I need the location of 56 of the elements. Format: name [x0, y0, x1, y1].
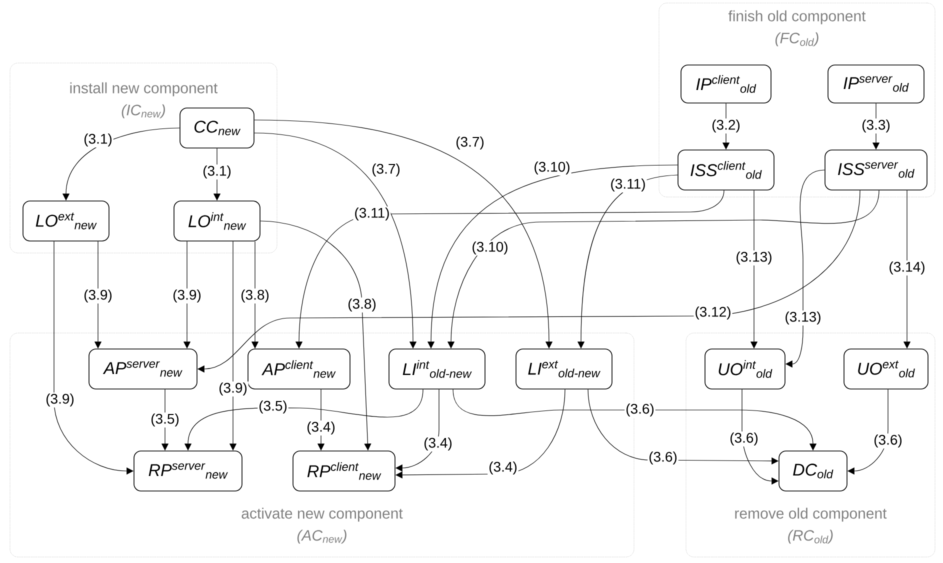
edge-label: (3.1): [82, 132, 114, 148]
component-box: LI$^{int}$old-new: [388, 348, 486, 390]
component-box: IP$^{server}$old: [828, 64, 924, 104]
edge-label: (3.8): [346, 297, 378, 313]
component-box: AP$^{server}$new: [88, 348, 198, 390]
group-title: activate new component: [242, 508, 403, 522]
edge-label: (3.7): [454, 135, 486, 151]
edge-label: (3.6): [728, 431, 760, 447]
edge-label: (3.4): [306, 420, 336, 436]
edge-label: (3.12): [694, 305, 732, 321]
edge-label: (3.3): [860, 118, 892, 134]
edge-label: (3.10): [470, 240, 510, 256]
edge-label: (3.4): [488, 460, 518, 476]
group-subtitle: (FC$_{old}$): [775, 32, 818, 46]
component-box: RP$^{server}$new: [134, 450, 242, 492]
component-box: ISS$^{client}$old: [678, 150, 774, 190]
component-box: DC$_{old}$: [778, 450, 848, 492]
group-frame: [10, 62, 278, 254]
component-box: LI$^{ext}$old-new: [516, 348, 612, 390]
edge-label: (3.9): [172, 288, 202, 304]
edge-label: (3.14): [888, 260, 926, 276]
edge-label: (3.9): [44, 392, 76, 408]
edge-label: (3.5): [150, 412, 180, 428]
edge-label: (3.1): [202, 164, 232, 180]
component-box: LO$^{int}$new: [174, 200, 260, 242]
group-title: remove old component: [735, 508, 887, 522]
edge-label: (3.2): [710, 118, 742, 134]
edge-label: (3.6): [624, 402, 656, 418]
component-box: UO$^{int}$old: [704, 348, 786, 390]
component-box: CC$_{new}$: [180, 108, 254, 148]
edge-label: (3.9): [218, 381, 248, 397]
group-frame: [658, 2, 936, 198]
edge-label: (3.7): [370, 162, 402, 178]
edge-label: (3.5): [258, 399, 288, 415]
edge-label: (3.11): [353, 206, 391, 222]
group-title: install new component: [70, 82, 218, 96]
edge-label: (3.6): [872, 433, 904, 449]
edge-label: (3.13): [784, 310, 822, 326]
component-box: UO$^{ext}$old: [844, 348, 928, 390]
edge-label: (3.10): [532, 160, 572, 176]
edge-label: (3.11): [609, 177, 647, 193]
component-box: LO$^{ext}$new: [22, 200, 110, 242]
component-box: ISS$^{server}$old: [824, 150, 928, 190]
component-box: RP$^{client}$new: [292, 450, 396, 492]
component-box: IP$^{client}$old: [680, 64, 772, 104]
edge-label: (3.8): [240, 288, 270, 304]
group-frame: [686, 332, 936, 558]
edge-label: (3.4): [422, 436, 454, 452]
group-subtitle: (AC$_{new}$): [297, 530, 346, 544]
group-subtitle: (IC$_{new}$): [122, 104, 165, 118]
edge-label: (3.9): [82, 288, 114, 304]
group-subtitle: (RC$_{old}$): [788, 530, 833, 544]
edge-label: (3.13): [734, 250, 774, 266]
group-title: finish old component: [728, 10, 866, 24]
edge-label: (3.6): [648, 450, 678, 466]
component-box: AP$^{client}$new: [248, 348, 350, 390]
